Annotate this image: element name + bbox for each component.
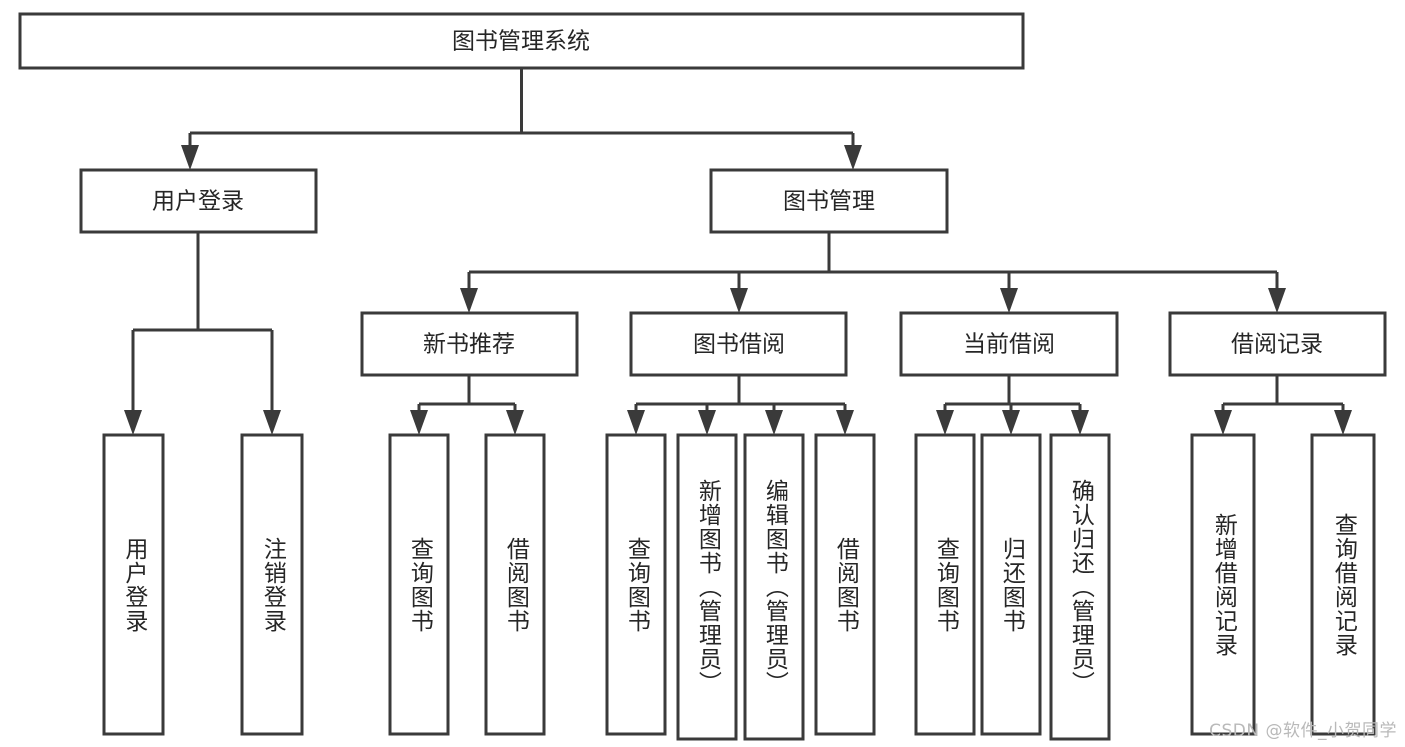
node-current-borrow-label: 当前借阅 [963,332,1055,358]
leaf-box-query-record[interactable] [1310,433,1376,736]
node-root-label: 图书管理系统 [452,29,590,55]
connector-root-to-level1 [181,68,862,170]
leaf-box-query-book-2[interactable] [605,433,667,736]
node-borrow-record-label: 借阅记录 [1231,332,1323,358]
node-book-borrow-label: 图书借阅 [693,332,785,358]
leaf-box-borrow-book-1[interactable] [484,433,546,736]
node-user-login-label: 用户登录 [152,189,244,215]
node-book-management-label: 图书管理 [783,189,875,215]
leaf-box-add-book[interactable] [676,433,738,741]
node-book-borrow[interactable]: 图书借阅 [629,311,848,377]
connector-borrowrecord-to-leaves [1214,375,1352,435]
leaf-box-edit-book[interactable] [743,433,805,741]
leaf-box-add-record[interactable] [1190,433,1256,736]
node-new-book-recommend-label: 新书推荐 [423,332,515,358]
node-book-management[interactable]: 图书管理 [709,168,949,234]
node-new-book-recommend[interactable]: 新书推荐 [360,311,579,377]
leaf-box-borrow-book-2[interactable] [814,433,876,736]
leaf-box-user-logout[interactable] [240,433,304,736]
connector-bookmanagement-to-level2 [460,232,1286,313]
connector-currentborrow-to-leaves [936,375,1089,435]
leaf-box-query-book-1[interactable] [388,433,450,736]
node-root[interactable]: 图书管理系统 [18,12,1025,70]
node-borrow-record[interactable]: 借阅记录 [1168,311,1387,377]
leaf-box-confirm-return[interactable] [1049,433,1111,741]
connector-bookborrow-to-leaves [627,375,854,435]
leaf-box-return-book[interactable] [980,433,1042,736]
leaf-box-query-book-3[interactable] [914,433,976,736]
leaf-box-user-login[interactable] [102,433,165,736]
connector-userlogin-to-leaves [124,232,281,435]
csdn-watermark: CSDN @软件_小贺同学 [1209,721,1397,741]
connector-newbook-to-leaves [410,375,524,435]
node-user-login[interactable]: 用户登录 [79,168,318,234]
node-current-borrow[interactable]: 当前借阅 [899,311,1119,377]
